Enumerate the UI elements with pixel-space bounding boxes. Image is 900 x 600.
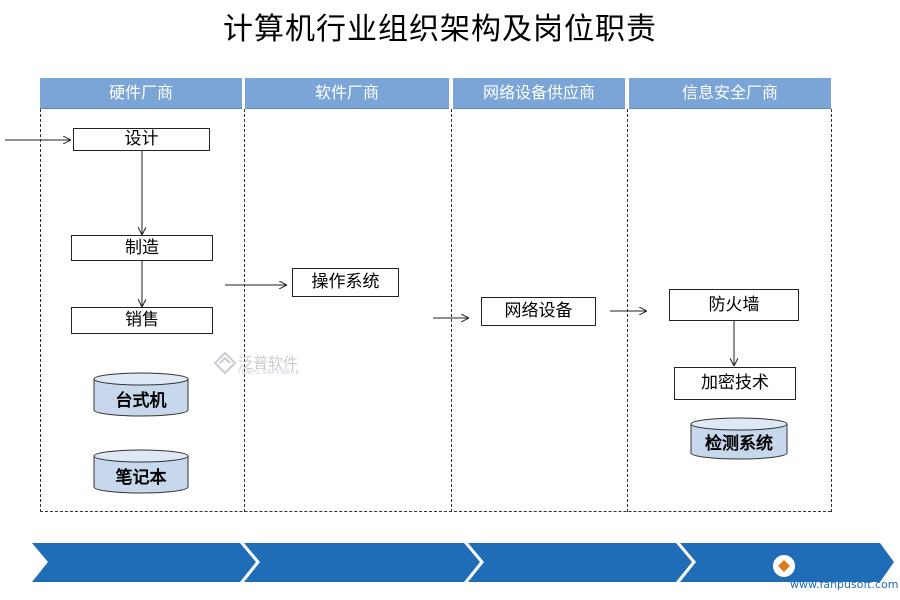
- product-desktop: 台式机: [93, 372, 189, 418]
- cylinder-icon: [690, 417, 788, 460]
- step-encryption: 加密技术: [674, 367, 796, 400]
- step-sales: 销售: [71, 307, 213, 334]
- brand-logo-url: www.fanpusoft.com: [790, 578, 899, 591]
- step-network-device: 网络设备: [481, 297, 596, 326]
- lane-header-software: 软件厂商: [245, 78, 449, 109]
- step-os: 操作系统: [292, 268, 399, 297]
- step-design: 设计: [73, 128, 210, 151]
- diagram-title: 计算机行业组织架构及岗位职责: [223, 12, 657, 47]
- lane-header-network: 网络设备供应商: [453, 78, 625, 109]
- brand-logo-text: 泛普软件: [800, 557, 889, 582]
- product-laptop-label: 笔记本: [115, 468, 167, 488]
- lane-bottom-border: [40, 511, 831, 512]
- lane-divider: [244, 109, 245, 512]
- chevron-3: [468, 543, 692, 582]
- chevron-2: [244, 543, 480, 582]
- lane-header-security: 信息安全厂商: [629, 78, 831, 109]
- lane-divider: [451, 109, 452, 512]
- lane-header-hardware: 硬件厂商: [40, 78, 242, 109]
- step-firewall: 防火墙: [669, 289, 799, 321]
- chevron-1: [32, 543, 256, 582]
- product-detection-system: 检测系统: [690, 417, 788, 461]
- watermark-subtext: FANPU SOFTWARE: [238, 369, 300, 376]
- product-desktop-label: 台式机: [115, 391, 167, 411]
- fanpu-logo-icon: [771, 553, 797, 579]
- watermark-text: 泛普软件: [238, 354, 299, 372]
- product-detection-system-label: 检测系统: [705, 434, 773, 454]
- product-laptop: 笔记本: [93, 449, 189, 495]
- fanpu-logo-icon: [214, 352, 236, 374]
- step-manufacture: 制造: [71, 235, 213, 261]
- lane-divider: [831, 109, 832, 512]
- cylinder-icon: [93, 449, 189, 494]
- lane-divider: [40, 109, 41, 512]
- cylinder-icon: [93, 372, 189, 417]
